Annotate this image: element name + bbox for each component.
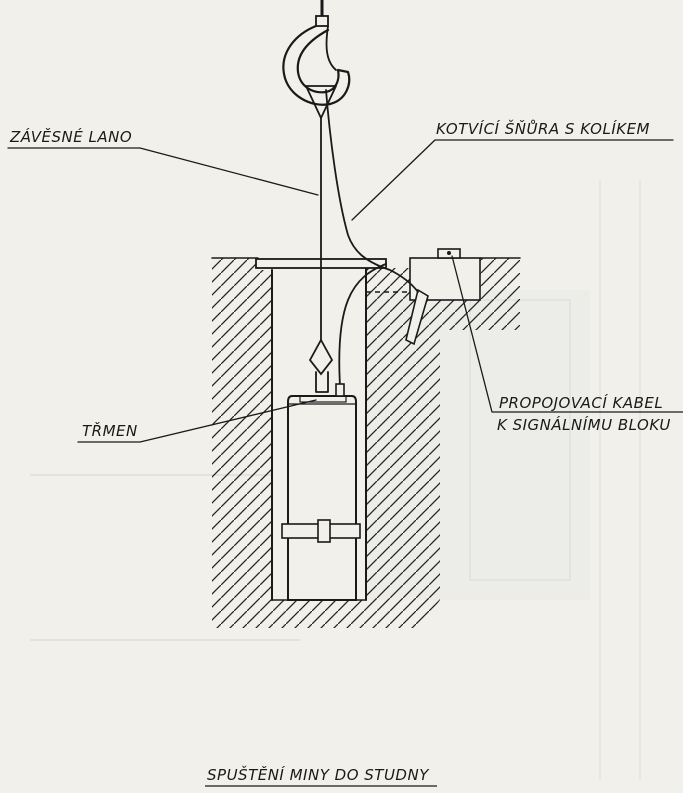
hanging-rope [305,85,337,349]
leader-lines [7,139,683,443]
mine-body [281,383,361,601]
label-hanging-rope: ZÁVĚSNÉ LANO [9,127,132,146]
diagram-title: SPUŠTĚNÍ MINY DO STUDNY [207,765,430,784]
anchor-stake [405,288,429,346]
anchor-cord [325,89,419,293]
signal-block [366,248,481,301]
label-anchor-cord: KOTVÍCÍ ŠŇŮRA S KOLÍKEM [436,119,650,138]
label-connecting-cable-line2: K SIGNÁLNÍMU BLOKU [497,415,671,434]
crane-hook [282,0,351,106]
connecting-cable [338,263,387,387]
label-stirrup: TŘMEN [82,421,138,440]
label-connecting-cable-line1: PROPOJOVACÍ KABEL [499,393,663,412]
stirrup [308,338,334,393]
